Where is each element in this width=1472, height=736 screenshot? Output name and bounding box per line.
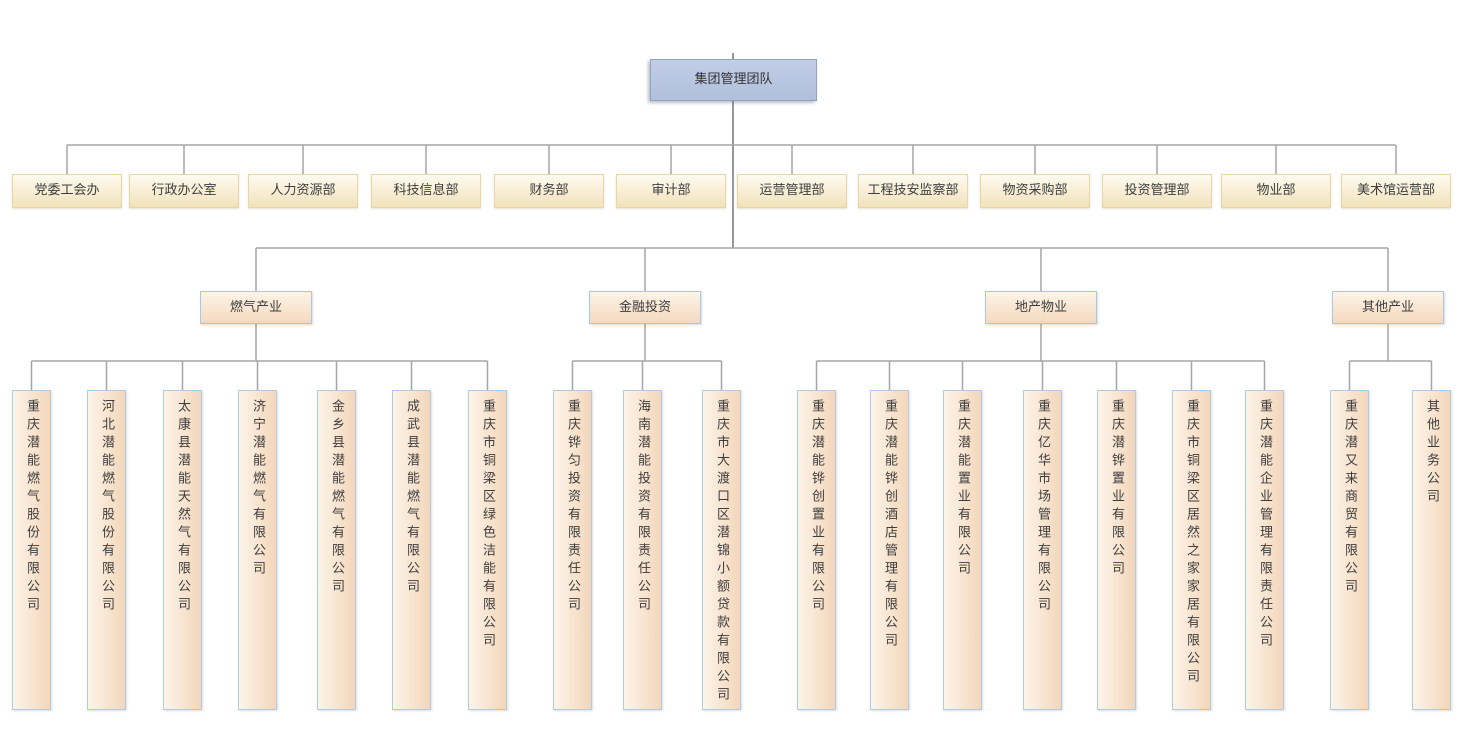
department-node-8: 工程技安监察部 (858, 174, 968, 208)
company-label: 重庆潜能燃气股份有限公司 (24, 399, 39, 615)
company-node-realestate-7: 重庆潜能企业管理有限责任公司 (1245, 390, 1284, 710)
company-node-other-2: 其他业务公司 (1412, 390, 1451, 710)
category-node-finance: 金融投资 (589, 291, 701, 324)
company-label: 重庆潜铧置业有限公司 (1109, 399, 1124, 579)
department-node-10: 投资管理部 (1102, 174, 1212, 208)
company-label: 河北潜能燃气股份有限公司 (99, 399, 114, 615)
company-label: 重庆市铜梁区居然之家家居有限公司 (1184, 399, 1199, 687)
company-label: 重庆市大渡口区潜锦小额贷款有限公司 (714, 399, 729, 705)
company-node-gas-1: 重庆潜能燃气股份有限公司 (12, 390, 51, 710)
department-node-4: 科技信息部 (371, 174, 481, 208)
company-node-realestate-6: 重庆市铜梁区居然之家家居有限公司 (1172, 390, 1211, 710)
department-node-12: 美术馆运营部 (1341, 174, 1451, 208)
company-label: 重庆亿华市场管理有限公司 (1035, 399, 1050, 615)
company-label: 重庆潜能铧创酒店管理有限公司 (882, 399, 897, 651)
company-node-gas-6: 成武县潜能燃气有限公司 (392, 390, 431, 710)
department-node-5: 财务部 (494, 174, 604, 208)
company-node-finance-1: 重庆铧匀投资有限责任公司 (553, 390, 592, 710)
company-label: 重庆铧匀投资有限责任公司 (565, 399, 580, 615)
company-label: 重庆潜又来商贸有限公司 (1342, 399, 1357, 597)
company-label: 成武县潜能燃气有限公司 (404, 399, 419, 597)
department-node-1: 党委工会办 (12, 174, 122, 208)
category-node-realestate: 地产物业 (985, 291, 1097, 324)
company-node-finance-3: 重庆市大渡口区潜锦小额贷款有限公司 (702, 390, 741, 710)
department-node-7: 运营管理部 (737, 174, 847, 208)
company-label: 重庆潜能置业有限公司 (955, 399, 970, 579)
company-node-realestate-4: 重庆亿华市场管理有限公司 (1023, 390, 1062, 710)
company-node-gas-3: 太康县潜能天然气有限公司 (163, 390, 202, 710)
company-label: 重庆潜能企业管理有限责任公司 (1257, 399, 1272, 651)
company-node-other-1: 重庆潜又来商贸有限公司 (1330, 390, 1369, 710)
department-node-11: 物业部 (1221, 174, 1331, 208)
company-node-realestate-3: 重庆潜能置业有限公司 (943, 390, 982, 710)
company-node-gas-7: 重庆市铜梁区绿色洁能有限公司 (468, 390, 507, 710)
category-node-gas: 燃气产业 (200, 291, 312, 324)
department-node-2: 行政办公室 (129, 174, 239, 208)
company-label: 济宁潜能燃气有限公司 (250, 399, 265, 579)
company-node-realestate-1: 重庆潜能铧创置业有限公司 (797, 390, 836, 710)
company-label: 太康县潜能天然气有限公司 (175, 399, 190, 615)
root-node: 集团管理团队 (650, 59, 817, 101)
company-label: 重庆市铜梁区绿色洁能有限公司 (480, 399, 495, 651)
company-label: 重庆潜能铧创置业有限公司 (809, 399, 824, 615)
company-node-realestate-2: 重庆潜能铧创酒店管理有限公司 (870, 390, 909, 710)
company-label: 海南潜能投资有限责任公司 (635, 399, 650, 615)
company-label: 金乡县潜能燃气有限公司 (329, 399, 344, 597)
company-node-gas-2: 河北潜能燃气股份有限公司 (87, 390, 126, 710)
department-node-9: 物资采购部 (980, 174, 1090, 208)
company-label: 其他业务公司 (1424, 399, 1439, 507)
company-node-gas-4: 济宁潜能燃气有限公司 (238, 390, 277, 710)
company-node-gas-5: 金乡县潜能燃气有限公司 (317, 390, 356, 710)
company-node-finance-2: 海南潜能投资有限责任公司 (623, 390, 662, 710)
category-node-other: 其他产业 (1332, 291, 1444, 324)
department-node-3: 人力资源部 (248, 174, 358, 208)
company-node-realestate-5: 重庆潜铧置业有限公司 (1097, 390, 1136, 710)
department-node-6: 审计部 (616, 174, 726, 208)
